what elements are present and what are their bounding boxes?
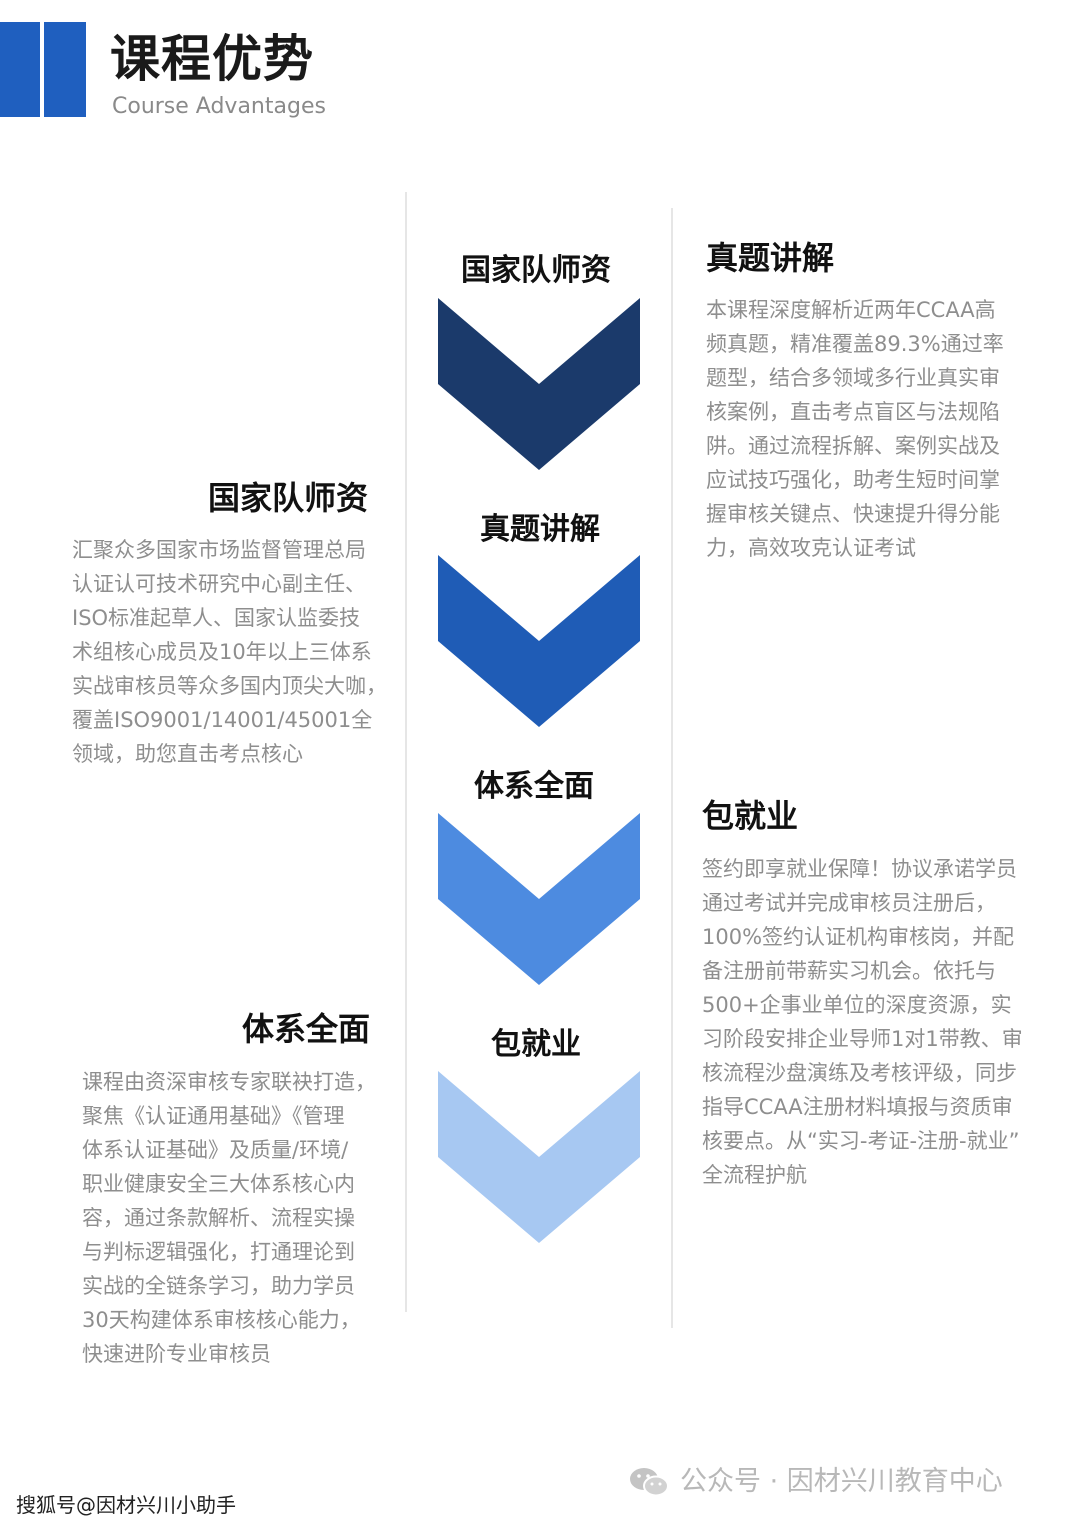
block-text-employment: 签约即享就业保障！协议承诺学员通过考试并完成审核员注册后， 100%签约认证机构审… — [702, 852, 1042, 1192]
text-line: 术组核心成员及10年以上三体系 — [72, 640, 372, 664]
page-title: 课程优势 — [110, 30, 314, 88]
text-line: 聚焦《认证通用基础》《管理 — [82, 1104, 345, 1128]
text-line: 核要点。从“实习-考证-注册-就业” — [702, 1129, 1020, 1153]
text-line: 覆盖ISO9001/14001/45001全 — [72, 708, 373, 732]
block-title-comprehensive-system: 体系全面 — [242, 1010, 371, 1048]
text-line: 与判标逻辑强化，打通理论到 — [82, 1240, 355, 1264]
text-line: 快速进阶专业审核员 — [82, 1342, 271, 1366]
step-label-2: 真题讲解 — [480, 512, 600, 547]
text-line: 通过考试并完成审核员注册后， — [702, 891, 996, 915]
text-line: 实战的全链条学习，助力学员 — [82, 1274, 355, 1298]
text-line: ISO标准起草人、国家认监委技 — [72, 606, 361, 630]
source-attribution: 搜狐号@因材兴川小助手 — [16, 1493, 236, 1517]
block-title-employment: 包就业 — [702, 797, 799, 835]
block-title-national-faculty: 国家队师资 — [208, 479, 369, 517]
text-line: 容，通过条款解析、流程实操 — [82, 1206, 355, 1230]
chevron-down-icon-2 — [438, 555, 640, 727]
step-label-1: 国家队师资 — [461, 253, 611, 288]
text-line: 签约即享就业保障！协议承诺学员 — [702, 857, 1017, 881]
wechat-icon — [630, 1468, 669, 1497]
text-line: 课程由资深审核专家联袂打造， — [82, 1070, 376, 1094]
text-line: 阱。通过流程拆解、案例实战及 — [706, 434, 1000, 458]
text-line: 习阶段安排企业导师1对1带教、审 — [702, 1027, 1023, 1051]
header-accent-bar-right — [44, 22, 86, 117]
step-label-3: 体系全面 — [474, 769, 594, 804]
block-text-comprehensive-system: 课程由资深审核专家联袂打造， 聚焦《认证通用基础》《管理体系认证基础》及质量/环境… — [82, 1065, 402, 1371]
chevron-down-icon-4 — [438, 1071, 640, 1243]
right-divider-line — [671, 208, 673, 1328]
block-text-national-faculty: 汇聚众多国家市场监督管理总局认证认可技术研究中心副主任、 ISO标准起草人、国家认… — [72, 533, 402, 771]
text-line: 实战审核员等众多国内顶尖大咖， — [72, 674, 387, 698]
text-line: 体系认证基础》及质量/环境/ — [82, 1138, 349, 1162]
text-line: 核流程沙盘演练及考核评级，同步 — [702, 1061, 1017, 1085]
text-line: 职业健康安全三大体系核心内 — [82, 1172, 355, 1196]
text-line: 力，高效攻克认证考试 — [706, 536, 916, 560]
text-line: 汇聚众多国家市场监督管理总局 — [72, 538, 366, 562]
text-line: 100%签约认证机构审核岗，并配 — [702, 925, 1015, 949]
text-line: 核案例，直击考点盲区与法规陷 — [706, 400, 1000, 424]
step-label-4: 包就业 — [491, 1027, 581, 1062]
text-line: 应试技巧强化，助考生短时间掌 — [706, 468, 1000, 492]
page-subtitle: Course Advantages — [112, 94, 326, 119]
watermark: 公众号 · 因材兴川教育中心 — [628, 1462, 1003, 1502]
text-line: 500+企事业单位的深度资源，实 — [702, 993, 1012, 1017]
text-line: 30天构建体系审核核心能力， — [82, 1308, 361, 1332]
block-text-exam-explanation: 本课程深度解析近两年CCAA高频真题，精准覆盖89.3%通过率题型，结合多领域多… — [706, 293, 1036, 565]
text-line: 备注册前带薪实习机会。依托与 — [702, 959, 996, 983]
left-divider-line — [405, 192, 407, 1312]
block-title-exam-explanation: 真题讲解 — [706, 239, 835, 277]
text-line: 领域，助您直击考点核心 — [72, 742, 303, 766]
text-line: 题型，结合多领域多行业真实审 — [706, 366, 1000, 390]
text-line: 频真题，精准覆盖89.3%通过率 — [706, 332, 1004, 356]
text-line: 认证认可技术研究中心副主任、 — [72, 572, 366, 596]
text-line: 本课程深度解析近两年CCAA高 — [706, 298, 996, 322]
text-line: 指导CCAA注册材料填报与资质审 — [702, 1095, 1013, 1119]
chevron-down-icon-3 — [438, 813, 640, 985]
text-line: 握审核关键点、快速提升得分能 — [706, 502, 1000, 526]
header-accent-bar-left — [0, 22, 40, 117]
chevron-down-icon-1 — [438, 298, 640, 470]
watermark-text: 公众号 · 因材兴川教育中心 — [680, 1466, 1003, 1497]
text-line: 全流程护航 — [702, 1163, 807, 1187]
